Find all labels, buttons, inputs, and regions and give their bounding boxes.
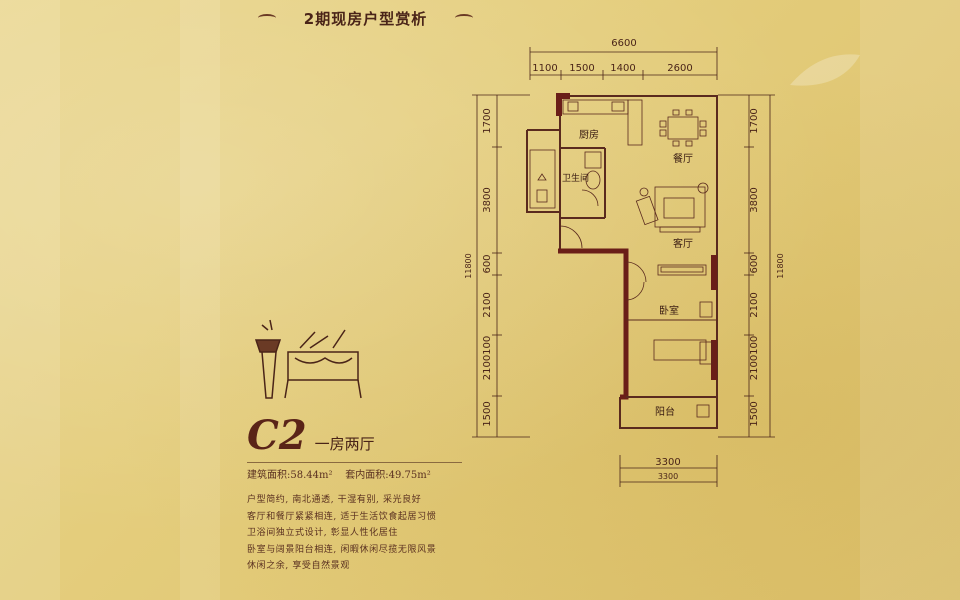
gross-area-label: 建筑面积: xyxy=(247,470,291,481)
dim-left-1: 1700 xyxy=(482,108,493,133)
bg-stripe xyxy=(180,0,220,600)
description-line: 卫浴间独立式设计, 彰显人性化居住 xyxy=(247,528,398,538)
description-line: 客厅和餐厅紧紧相连, 适于生活饮食起居习惯 xyxy=(247,511,437,522)
page-title: 2期现房户型赏析 xyxy=(303,9,428,28)
dim-top-1: 1100 xyxy=(532,63,557,74)
doors xyxy=(559,189,647,301)
dim-right-2: 3800 xyxy=(749,187,760,212)
dim-bottom-2: 3300 xyxy=(658,472,678,481)
dim-left-6: 1500 xyxy=(482,401,493,426)
unit-description: 户型简约, 南北通透, 干湿有别, 采光良好 客厅和餐厅紧紧相连, 适于生活饮食… xyxy=(247,492,477,575)
dim-left-3: 600 xyxy=(482,254,493,273)
dim-right-1: 1700 xyxy=(749,108,760,133)
room-balcony: 阳台 xyxy=(655,405,675,418)
dim-top-total: 6600 xyxy=(611,38,636,49)
header: 2期现房户型赏析 xyxy=(258,6,473,30)
dim-left-total: 11800 xyxy=(464,253,473,278)
unit-model: C2 一房两厅 xyxy=(247,412,375,459)
dining-table-icon xyxy=(659,109,707,147)
dim-right-4: 2100 xyxy=(749,292,760,317)
room-kitchen: 厨房 xyxy=(579,128,599,141)
dim-left-4: 2100 xyxy=(482,292,493,317)
room-living: 客厅 xyxy=(673,237,693,250)
bg-stripe xyxy=(860,0,960,600)
dim-left-2: 3800 xyxy=(482,187,493,212)
ornament-left-icon xyxy=(258,14,276,22)
description-line: 休闲之余, 享受自然景观 xyxy=(247,561,350,571)
dim-right-6: 1500 xyxy=(749,401,760,426)
dim-top-4: 2600 xyxy=(667,63,692,74)
leaf-decoration-icon xyxy=(790,54,860,86)
dimension-top xyxy=(529,47,718,80)
furniture-illustration-icon xyxy=(254,319,362,399)
description-line: 户型简约, 南北通透, 干湿有别, 采光良好 xyxy=(247,495,422,505)
description-line: 卧室与阔景阳台相连, 闲暇休闲尽揽无限风景 xyxy=(247,544,437,555)
model-code: C2 xyxy=(247,412,307,459)
dimension-left xyxy=(472,94,530,438)
net-area-label: 套内面积: xyxy=(345,470,389,481)
ornament-right-icon xyxy=(455,14,473,22)
sofa-icon xyxy=(635,182,709,233)
room-bathroom: 卫生间 xyxy=(562,172,589,184)
room-bedroom: 卧室 xyxy=(659,304,679,317)
dim-left-5: 2100100 xyxy=(482,336,493,381)
dim-right-3: 600 xyxy=(749,254,760,273)
room-dining: 餐厅 xyxy=(673,152,693,165)
gross-area-value: 58.44m² xyxy=(290,470,333,481)
dimension-right xyxy=(718,94,775,438)
kitchen-fixtures xyxy=(562,99,643,146)
dim-top-3: 1400 xyxy=(610,63,635,74)
bedroom-fixtures xyxy=(653,264,713,418)
bg-stripe xyxy=(0,0,60,600)
floorplan-walls xyxy=(526,93,718,429)
dimension-bottom xyxy=(619,455,718,487)
dim-top-2: 1500 xyxy=(569,63,594,74)
dim-right-5: 2100100 xyxy=(749,336,760,381)
dim-bottom-1: 3300 xyxy=(655,457,680,468)
bathroom-fixtures xyxy=(529,149,602,209)
dim-right-total: 11800 xyxy=(776,253,785,278)
area-info: 建筑面积:58.44m² 套内面积:49.75m² xyxy=(247,466,431,481)
divider xyxy=(247,462,462,463)
net-area-value: 49.75m² xyxy=(388,470,431,481)
model-type: 一房两厅 xyxy=(314,435,375,453)
